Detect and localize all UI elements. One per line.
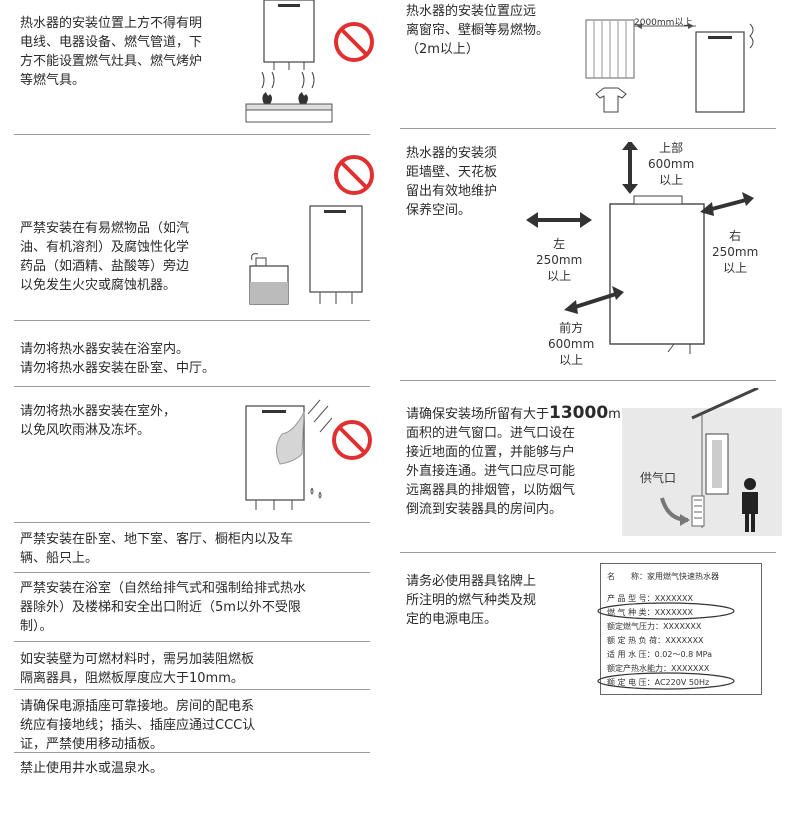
text-no-outdoor: 请勿将热水器安装在室外， 以免风吹雨淋及冻坏。: [20, 404, 177, 438]
curtain-distance-illustration: [585, 19, 754, 113]
divider: [14, 134, 370, 135]
text-no-bathroom-stairs: 严禁安装在浴室（自然给排气式和强制给排式热水 器除外）及楼梯和安全出口附近（5m…: [20, 581, 307, 634]
prohibited-icon: [332, 420, 372, 460]
nameplate-gas-pressure: 额定燃气压力：XXXXXXX: [607, 622, 702, 631]
divider: [14, 320, 370, 321]
heater-outdoor-illustration: [245, 399, 333, 510]
divider: [400, 128, 776, 129]
nameplate-heat-load: 额 定 热 负 荷：XXXXXXX: [607, 636, 704, 645]
nameplate-voltage: 额 定 电 压：AC220V 50Hz: [607, 678, 710, 687]
clearance-right-label: 右 250mm 以上: [712, 229, 759, 275]
divider: [14, 641, 370, 642]
text-forbidden-locations: 严禁安装在卧室、地下室、客厅、橱柜内以及车 辆、船只上。: [20, 532, 294, 566]
nameplate-highlight-ovals: [597, 602, 735, 690]
clearance-left-label: 左 250mm 以上: [536, 237, 583, 283]
divider: [400, 380, 776, 381]
clearance-2000mm-label: 2000mm以上: [634, 18, 693, 28]
text-air-inlet: 请确保安装场所留有大于13000mm²面积的进气窗口。进气口设在 接近地面的位置…: [406, 403, 639, 518]
clearance-diagram: [526, 142, 754, 354]
nameplate-gas-type: 燃 气 种 类：XXXXXXX: [607, 608, 693, 617]
heater-near-chemicals-illustration: [249, 205, 363, 305]
text-no-bathroom-bedroom: 请勿将热水器安装在浴室内。 请勿将热水器安装在卧室、中厅。: [20, 342, 216, 376]
air-inlet-label: 供气口: [640, 471, 677, 485]
text-fire-retardant-board: 如安装壁为可燃材料时，需另加装阻燃板 隔离器具，阻燃板厚度应大于10mm。: [20, 652, 255, 686]
clearance-top-label: 上部 600mm 以上: [648, 141, 695, 187]
divider: [14, 752, 370, 753]
nameplate: 名 称：家用燃气快速热水器 产 品 型 号：XXXXXXX 燃 气 种 类：XX…: [600, 563, 762, 695]
nameplate-model: 产 品 型 号：XXXXXXX: [607, 594, 693, 603]
divider: [14, 689, 370, 690]
divider: [14, 386, 370, 387]
text-no-overhead-hazards: 热水器的安装位置上方不得有明 电线、电器设备、燃气管道，下 方不能设置燃气灶具、…: [20, 16, 203, 88]
nameplate-water-pressure: 适 用 水 压：0.02～0.8 MPa: [607, 650, 712, 659]
text-clearance: 热水器的安装须 距墙壁、天花板 留出有效地维护 保养空间。: [406, 146, 498, 218]
text-away-from-curtains: 热水器的安装位置应远 离窗帘、壁橱等易燃物。 （2m以上）: [406, 4, 550, 57]
prohibited-icon: [334, 22, 374, 62]
text-no-flammables: 严禁安装在有易燃物品（如汽 油、有机溶剂）及腐蚀性化学 药品（如酒精、盐酸等）旁…: [20, 221, 190, 293]
nameplate-name: 名 称：家用燃气快速热水器: [607, 572, 719, 581]
heater-over-stove-illustration: [245, 0, 333, 123]
prohibited-icon: [334, 155, 374, 195]
divider: [14, 522, 370, 523]
divider: [400, 552, 776, 553]
clearance-front-label: 前方 600mm 以上: [548, 321, 595, 367]
text-no-well-water: 禁止使用井水或温泉水。: [20, 761, 164, 776]
nameplate-output: 额定产热水能力：XXXXXXX: [607, 664, 710, 673]
divider: [14, 572, 370, 573]
text-grounding: 请确保电源插座可靠接地。房间的配电系 统应有接地线；插头、插座应通过CCC认 证…: [20, 699, 256, 752]
text-nameplate-check: 请务必使用器具铭牌上 所注明的燃气种类及规 定的电源电压。: [406, 574, 537, 627]
air-inlet-illustration: [622, 388, 782, 536]
